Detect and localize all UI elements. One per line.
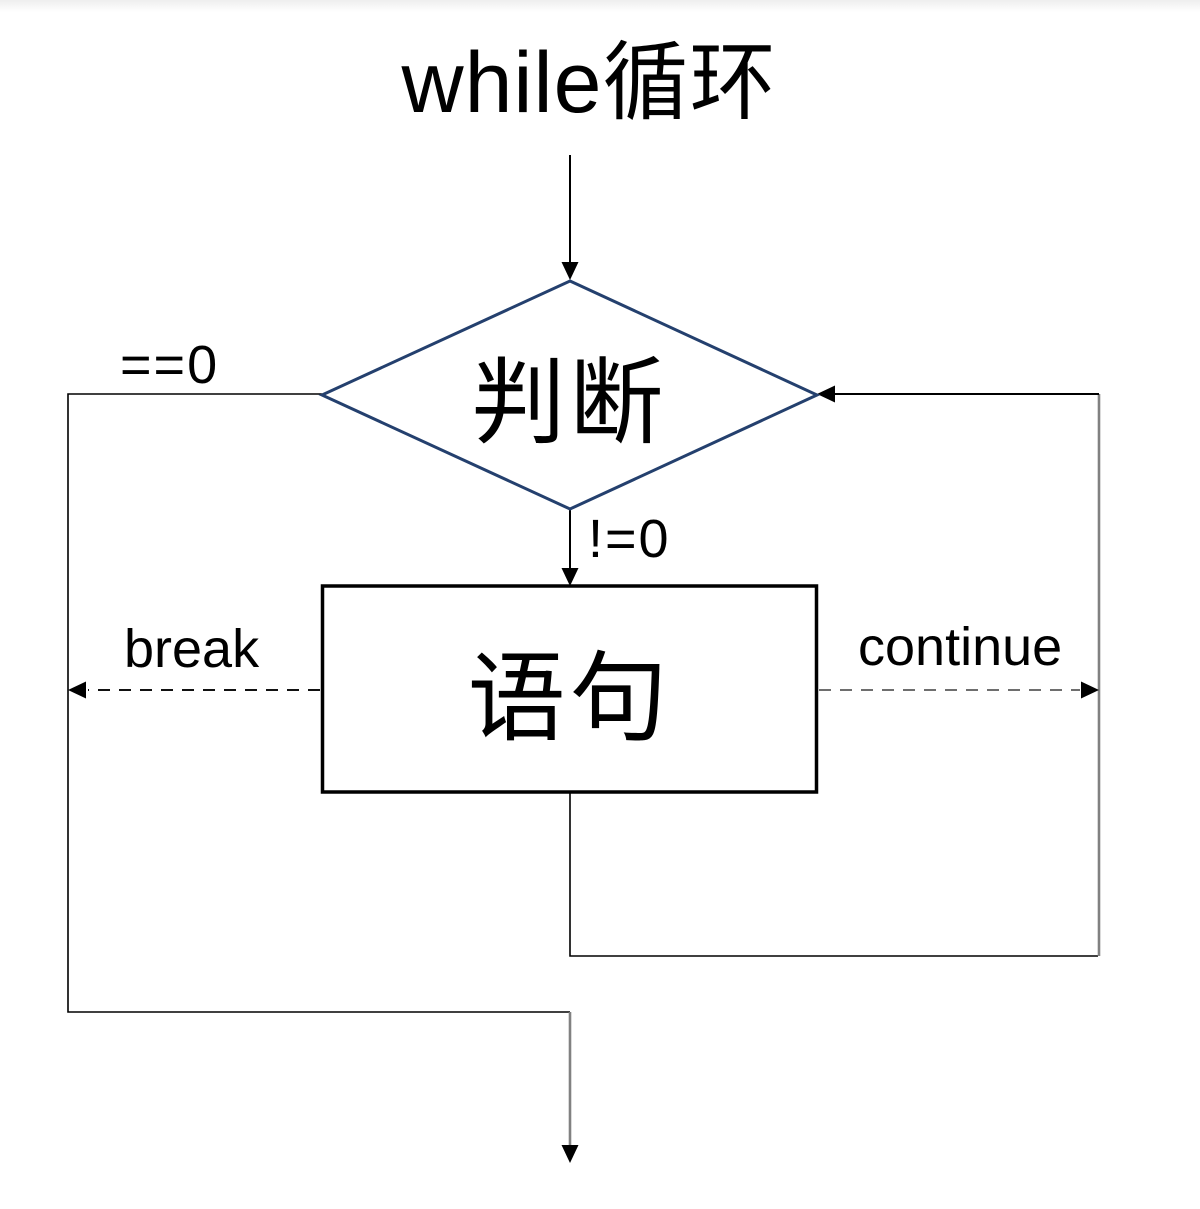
loopback-arrowhead-icon [817, 385, 835, 403]
statement-label: 语句 [467, 642, 672, 753]
top-fade-band [0, 0, 1200, 12]
break-label: break [124, 619, 260, 679]
exit-path-line [67, 393, 570, 1013]
break-arrowhead-icon [68, 681, 86, 699]
ne-zero-label: !=0 [588, 509, 671, 569]
eq-zero-label: ==0 [120, 335, 220, 395]
condition-diamond [318, 279, 821, 511]
exit-arrowhead-icon [561, 1145, 579, 1163]
entry-arrowhead-icon [561, 262, 579, 280]
condition-label: 判断 [471, 350, 668, 455]
statement-rect [320, 584, 819, 794]
continue-label: continue [858, 617, 1063, 677]
loopback-bottom-line [569, 793, 1098, 957]
page-title: while循环 [401, 35, 777, 131]
true-branch-arrowhead-icon [561, 568, 579, 586]
continue-arrowhead-icon [1081, 681, 1099, 699]
